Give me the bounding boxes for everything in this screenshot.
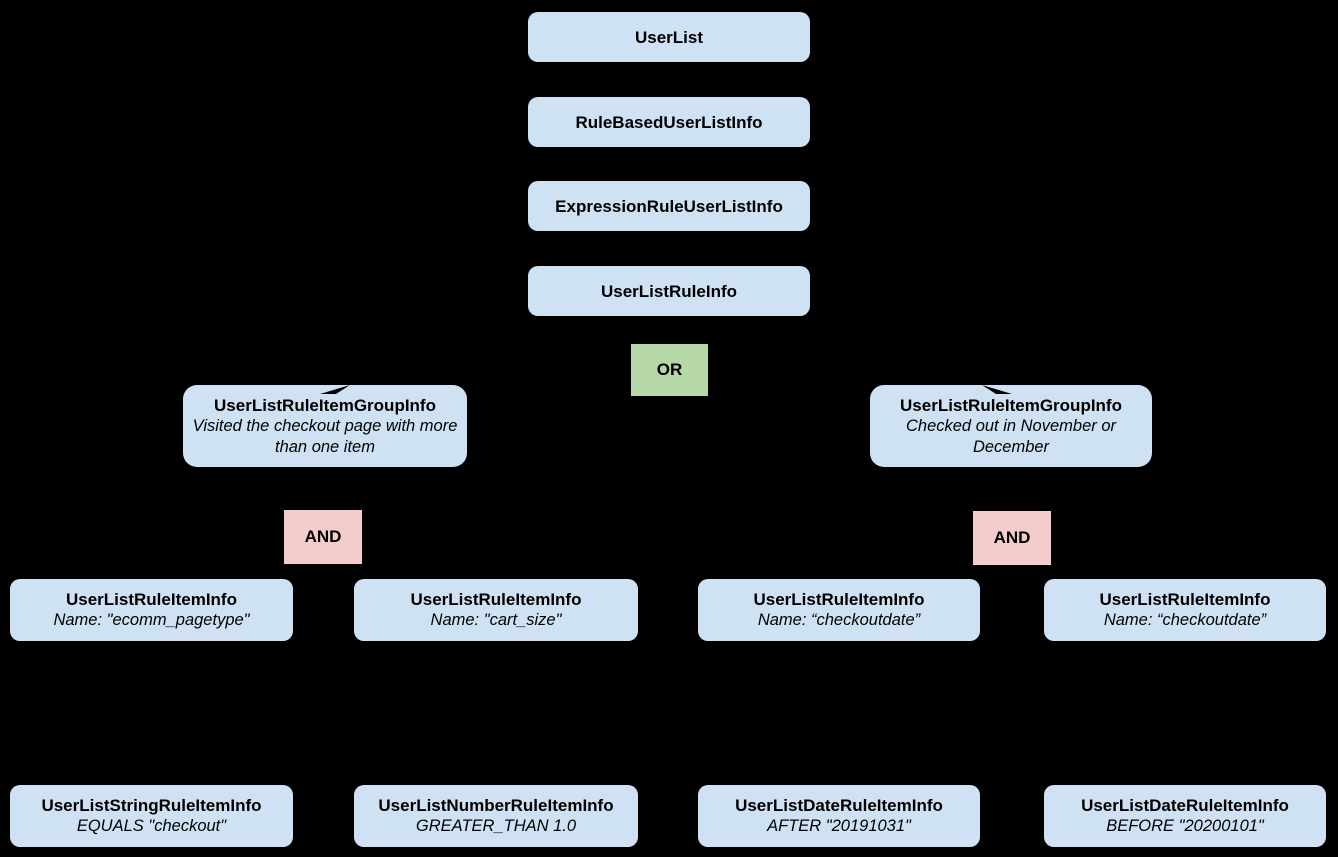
node-ruleitem-checkoutdate-after: UserListRuleItemInfo Name: “checkoutdate… xyxy=(698,579,980,641)
node-label: ExpressionRuleUserListInfo xyxy=(555,196,783,216)
arrowhead-icon xyxy=(320,385,350,394)
node-description: Checked out in November or December xyxy=(905,416,1117,456)
node-label: UserListRuleItemGroupInfo xyxy=(900,395,1122,415)
node-detail: Name: "ecomm_pagetype" xyxy=(53,611,250,629)
node-ruleitem-ecomm-pagetype: UserListRuleItemInfo Name: "ecomm_pagety… xyxy=(10,579,293,641)
node-label: UserListRuleItemInfo xyxy=(1099,590,1271,609)
node-label: UserListRuleInfo xyxy=(600,281,738,301)
node-detail: GREATER_THAN 1.0 xyxy=(415,817,577,835)
node-label: UserListStringRuleItemInfo xyxy=(41,796,262,815)
node-group-right: UserListRuleItemGroupInfo Checked out in… xyxy=(870,385,1152,467)
node-label: UserListRuleItemInfo xyxy=(753,590,925,609)
node-detail: AFTER "20191031" xyxy=(767,817,911,835)
node-dateruleitem-before: UserListDateRuleItemInfo BEFORE "2020010… xyxy=(1044,785,1326,847)
node-numberruleitem: UserListNumberRuleItemInfo GREATER_THAN … xyxy=(354,785,638,847)
node-label: UserListDateRuleItemInfo xyxy=(1081,796,1289,815)
node-detail: Name: "cart_size" xyxy=(430,611,562,629)
node-ruleitem-checkoutdate-before: UserListRuleItemInfo Name: “checkoutdate… xyxy=(1044,579,1326,641)
node-label: UserListRuleItemInfo xyxy=(66,590,237,609)
node-dateruleitem-after: UserListDateRuleItemInfo AFTER "20191031… xyxy=(698,785,980,847)
and-operator-left: AND xyxy=(284,510,362,564)
arrowhead-icon xyxy=(982,385,1012,394)
node-userlistruleinfo: UserListRuleInfo xyxy=(528,266,810,316)
node-detail: Name: “checkoutdate” xyxy=(757,611,921,629)
and-operator-right: AND xyxy=(973,511,1051,565)
node-label: UserListRuleItemGroupInfo xyxy=(214,395,436,415)
node-stringruleitem: UserListStringRuleItemInfo EQUALS "check… xyxy=(10,785,293,847)
node-rulebaseduserlistinfo: RuleBasedUserListInfo xyxy=(528,97,810,147)
node-label: UserListDateRuleItemInfo xyxy=(735,796,943,815)
node-detail: Name: “checkoutdate” xyxy=(1103,611,1267,629)
node-description: Visited the checkout page with more than… xyxy=(192,416,458,456)
node-label: UserListNumberRuleItemInfo xyxy=(378,796,614,815)
node-userlist: UserList xyxy=(528,12,810,62)
or-operator-node: OR xyxy=(631,344,708,396)
node-detail: BEFORE "20200101" xyxy=(1106,817,1264,835)
node-ruleitem-cart-size: UserListRuleItemInfo Name: "cart_size" xyxy=(354,579,638,641)
node-expressionruleuserlistinfo: ExpressionRuleUserListInfo xyxy=(528,181,810,231)
node-label: UserList xyxy=(634,27,704,47)
node-label: RuleBasedUserListInfo xyxy=(575,112,763,132)
node-label: UserListRuleItemInfo xyxy=(410,590,582,609)
node-group-left: UserListRuleItemGroupInfo Visited the ch… xyxy=(183,385,467,467)
node-detail: EQUALS "checkout" xyxy=(76,817,227,835)
